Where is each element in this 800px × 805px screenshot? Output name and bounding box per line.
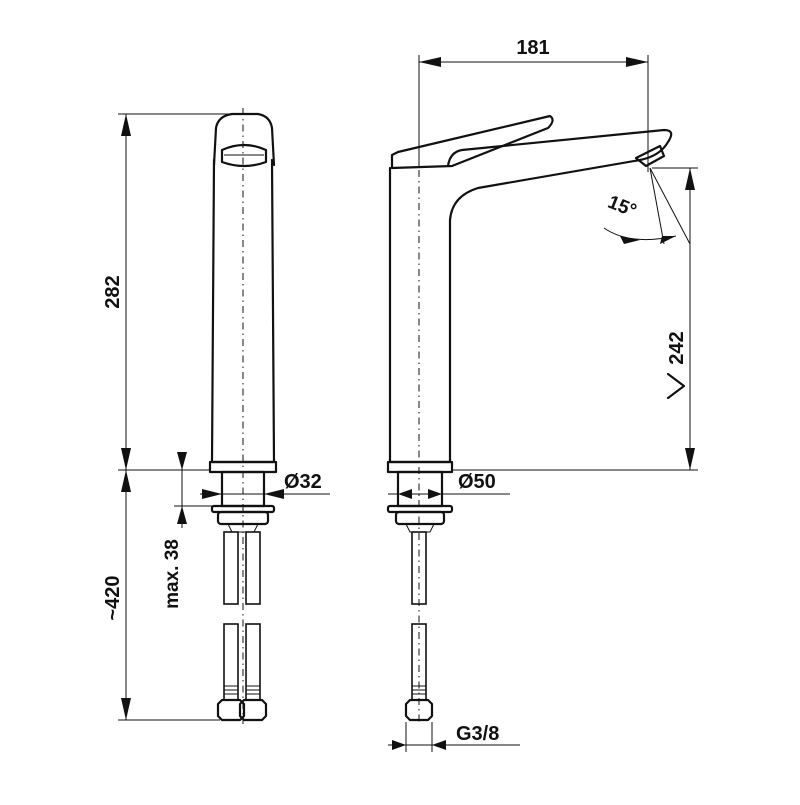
dim-label-spout-angle: 15° xyxy=(605,192,640,222)
dim-hose-length: ~420 xyxy=(102,470,220,721)
side-lever xyxy=(390,114,554,170)
min-chevron-icon xyxy=(666,372,686,400)
side-body xyxy=(388,128,673,464)
dim-base-diameter-front: Ø32 xyxy=(200,471,330,499)
front-aerator xyxy=(220,143,268,168)
front-hose-nut-left xyxy=(216,698,246,722)
dim-label-spout-height: 242 xyxy=(666,331,688,364)
dim-connection-thread: G3/8 xyxy=(388,722,520,752)
dim-spout-reach: 181 xyxy=(418,37,649,172)
front-hose-left-lower xyxy=(223,623,239,701)
side-nut xyxy=(394,510,446,526)
side-shank xyxy=(396,470,444,508)
side-aerator xyxy=(634,144,666,168)
front-hose-right-lower xyxy=(245,623,261,701)
front-view xyxy=(208,108,278,724)
dim-max-deck-thickness: max. 38 xyxy=(162,452,212,609)
dim-spout-height: 242 xyxy=(452,167,698,471)
dim-label-total-height: 282 xyxy=(102,275,124,308)
side-hose-nut xyxy=(404,698,434,722)
side-base-ring xyxy=(386,460,454,474)
dim-label-connection-thread: G3/8 xyxy=(456,723,499,745)
front-spout-head xyxy=(212,112,276,167)
dim-base-diameter-side: Ø50 xyxy=(388,471,510,502)
dim-label-base-diameter-side: Ø50 xyxy=(458,471,496,493)
dim-total-height: 282 xyxy=(102,113,232,471)
front-hose-right-upper xyxy=(245,531,261,605)
front-hose-nut-right xyxy=(238,698,268,722)
front-hose-left-upper xyxy=(223,531,239,605)
dim-label-base-diameter-front: Ø32 xyxy=(284,471,322,493)
dim-label-max-deck-thickness: max. 38 xyxy=(162,539,183,609)
dim-spout-angle: 15° xyxy=(603,167,691,245)
dim-label-hose-length: ~420 xyxy=(102,575,124,620)
dim-label-spout-reach: 181 xyxy=(516,37,549,59)
